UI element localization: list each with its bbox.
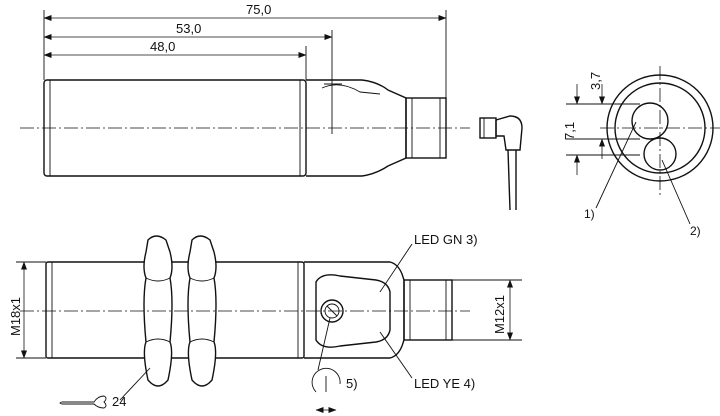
front-lens-upper: [631, 102, 669, 140]
wrench-size-label: 24: [112, 394, 126, 409]
angled-cable-plug: [479, 115, 523, 211]
potentiometer-label: 5): [346, 376, 358, 391]
rotate-adjust-icon: [311, 367, 341, 413]
dim-length-to-led: 53,0: [176, 21, 201, 36]
leader-line-1: [595, 121, 637, 209]
dim-thread-connector: M12x1: [492, 295, 507, 334]
rotate-arc: [311, 367, 341, 393]
hex-nut-edges: [189, 277, 215, 343]
led-housing-block: [315, 274, 391, 348]
leader-line-2: [661, 159, 691, 225]
led-window-top: [321, 84, 381, 95]
plug-cable: [507, 149, 511, 211]
leader-wrench: [119, 367, 151, 401]
dim-thread-length: 48,0: [150, 39, 175, 54]
wrench-outline: [59, 395, 107, 409]
sensor-body-bottom: [45, 261, 305, 359]
front-note-2: 2): [690, 224, 701, 238]
front-view: 3,7 7,1 1) 2): [562, 66, 720, 238]
bottom-side-view: M18x1 M12x1 LED GN 3) LED YE 4) 5) 24: [8, 232, 522, 413]
dim-overall-length: 75,0: [246, 2, 271, 17]
potentiometer-outer[interactable]: [320, 299, 344, 323]
led-yellow-label: LED YE 4): [414, 376, 475, 391]
leader-led-gn: [379, 243, 413, 293]
connector-bottom: [403, 279, 453, 341]
plug-body: [495, 115, 523, 151]
hex-nut-edges: [145, 277, 171, 343]
leader-led-ye: [379, 331, 413, 379]
plug-nut: [479, 117, 497, 139]
dim-top-offset: 3,7: [588, 72, 603, 90]
led-green-label: LED GN 3): [414, 232, 478, 247]
dim-thread-main: M18x1: [8, 297, 23, 336]
dim-led-spacing: 7,1: [562, 122, 577, 140]
leader-potentiometer: [317, 317, 331, 371]
front-note-1: 1): [584, 207, 595, 221]
top-side-view: 75,0 53,0 48,0: [20, 2, 523, 211]
wrench-icon: [59, 395, 107, 409]
